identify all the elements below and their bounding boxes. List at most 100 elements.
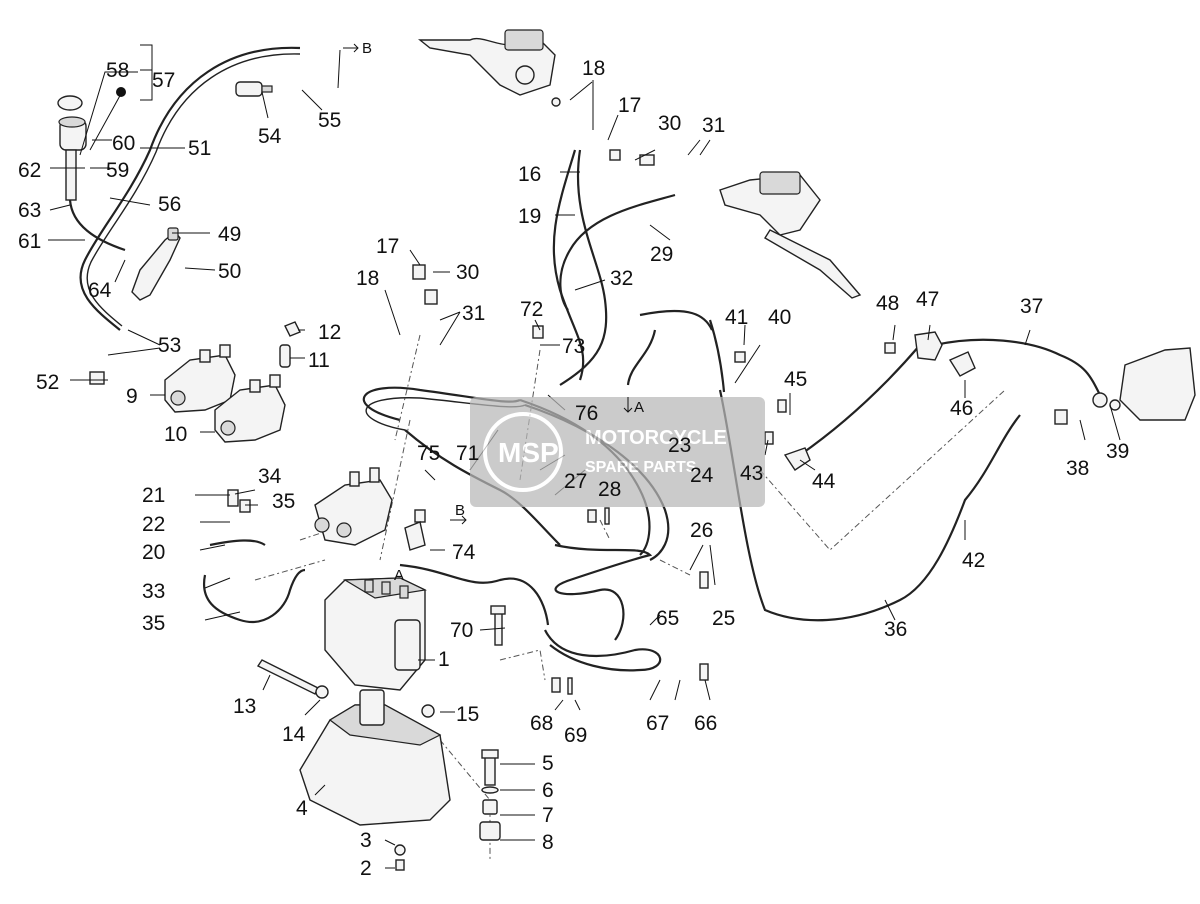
switch <box>235 81 273 97</box>
callout-64: 64 <box>88 279 112 302</box>
connector-B-top: B <box>362 40 372 57</box>
callout-28: 28 <box>598 478 621 501</box>
pipe-20 <box>209 539 266 547</box>
callout-63: 63 <box>18 199 41 222</box>
callout-11: 11 <box>308 349 330 372</box>
callout-22: 22 <box>142 513 165 536</box>
parts <box>57 29 1196 871</box>
watermark-logo-circle <box>483 412 563 492</box>
callout-36: 36 <box>884 618 907 641</box>
rear-caliper <box>1092 347 1196 421</box>
hose-19 <box>559 149 608 386</box>
callout-42: 42 <box>962 549 985 572</box>
callout-26: 26 <box>690 519 713 542</box>
connector-letters: B A B A <box>343 40 644 584</box>
connector-A-abs: A <box>394 567 404 584</box>
callout-43: 43 <box>740 462 763 485</box>
hose-61 <box>68 199 126 252</box>
distributor-10 <box>214 374 286 443</box>
hose-top-40 <box>639 309 713 331</box>
front-master-cylinder <box>418 29 561 107</box>
callout-10: 10 <box>164 423 187 446</box>
callout-31-top: 31 <box>702 114 725 137</box>
callout-55: 55 <box>318 109 341 132</box>
watermark: MSP MOTORCYCLE SPARE PARTS <box>470 397 765 507</box>
bolts <box>89 149 1068 871</box>
callout-16: 16 <box>518 163 541 186</box>
callout-40: 40 <box>768 306 791 329</box>
part-12 <box>284 321 301 337</box>
callout-18-top: 18 <box>582 57 605 80</box>
callout-4: 4 <box>296 797 308 820</box>
callout-24: 24 <box>690 464 714 487</box>
callout-33: 33 <box>142 580 165 603</box>
callout-20: 20 <box>142 541 165 564</box>
callout-5: 5 <box>542 752 554 775</box>
callout-labels: 58 57 60 59 62 63 61 51 56 54 55 49 50 6… <box>18 57 1129 880</box>
callout-25: 25 <box>712 607 735 630</box>
callout-59: 59 <box>106 159 129 182</box>
callout-73: 73 <box>562 335 585 358</box>
rear-master-cylinder <box>131 227 181 301</box>
callout-29: 29 <box>650 243 673 266</box>
callout-74: 74 <box>452 541 476 564</box>
arrow-B-top <box>343 43 359 53</box>
hose-51-inner <box>86 53 301 327</box>
callout-69: 69 <box>564 724 587 747</box>
callout-14: 14 <box>282 723 306 746</box>
callout-67: 67 <box>646 712 669 735</box>
callout-66: 66 <box>694 712 717 735</box>
part-44 <box>783 447 811 471</box>
callout-23: 23 <box>668 434 691 457</box>
reservoir <box>57 95 87 201</box>
callout-71: 71 <box>456 442 479 465</box>
callout-58: 58 <box>106 59 129 82</box>
pump-valve-block <box>314 467 393 546</box>
callout-65: 65 <box>656 607 679 630</box>
arrow-B-mid <box>450 515 467 525</box>
callout-39: 39 <box>1106 440 1129 463</box>
hose-44 <box>799 344 921 456</box>
callout-54: 54 <box>258 125 282 148</box>
callout-6: 6 <box>542 779 554 802</box>
callout-76: 76 <box>575 402 598 425</box>
part-11 <box>279 344 291 368</box>
watermark-line1: MOTORCYCLE <box>585 427 727 449</box>
callout-47: 47 <box>916 288 939 311</box>
callout-57: 57 <box>152 69 175 92</box>
callout-51: 51 <box>188 137 211 160</box>
callout-72: 72 <box>520 298 543 321</box>
callout-53: 53 <box>158 334 181 357</box>
hose-51 <box>79 46 301 331</box>
callout-52: 52 <box>36 371 59 394</box>
callout-60: 60 <box>112 132 135 155</box>
hose-lower-loop <box>544 629 662 672</box>
callout-48: 48 <box>876 292 899 315</box>
callout-8: 8 <box>542 831 554 854</box>
callout-45: 45 <box>784 368 807 391</box>
callout-41: 41 <box>725 306 748 329</box>
right-master-cylinder <box>719 171 862 299</box>
part-46 <box>948 351 976 377</box>
hose-40 <box>708 319 726 393</box>
callout-27: 27 <box>564 470 587 493</box>
pipe-33 <box>202 568 306 623</box>
callout-50: 50 <box>218 260 241 283</box>
callout-12: 12 <box>318 321 341 344</box>
callout-1: 1 <box>438 648 450 671</box>
callout-3: 3 <box>360 829 372 852</box>
callout-18-mid: 18 <box>356 267 379 290</box>
callout-35-lower: 35 <box>142 612 165 635</box>
bracket <box>299 689 451 826</box>
callout-15: 15 <box>456 703 479 726</box>
clip-74 <box>404 521 426 551</box>
hose-65 <box>554 543 653 641</box>
callout-17-mid: 17 <box>376 235 399 258</box>
callout-2: 2 <box>360 857 372 880</box>
callout-37: 37 <box>1020 295 1043 318</box>
hose-29 <box>559 193 676 311</box>
callout-31-mid: 31 <box>462 302 485 325</box>
callout-9: 9 <box>126 385 138 408</box>
hose-36 <box>718 389 1021 622</box>
